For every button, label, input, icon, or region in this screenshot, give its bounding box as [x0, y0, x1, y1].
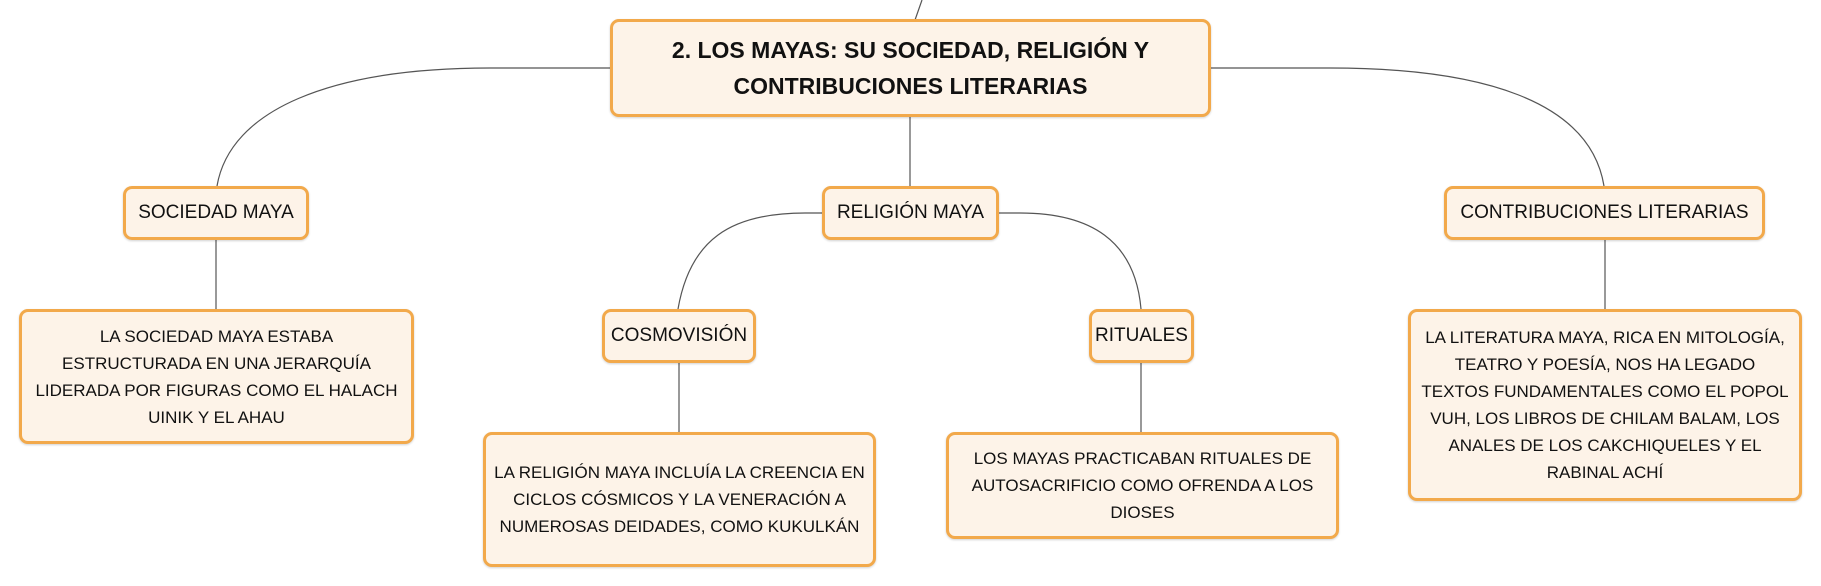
detail-rituales[interactable]: LOS MAYAS PRACTICABAN RITUALES DE AUTOSA… [946, 432, 1339, 539]
central-topic[interactable]: 2. LOS MAYAS: SU SOCIEDAD, RELIGIÓN Y CO… [610, 19, 1211, 117]
detail-rituales-text: LOS MAYAS PRACTICABAN RITUALES DE AUTOSA… [971, 449, 1314, 522]
connector-religion-to-cosmovision [677, 212, 822, 310]
connector-religion-to-rituales [999, 212, 1142, 310]
detail-sociedad-maya[interactable]: LA SOCIEDAD MAYA ESTABA ESTRUCTURADA EN … [19, 309, 414, 444]
topic-sociedad-maya[interactable]: SOCIEDAD MAYA [123, 186, 309, 240]
topic-rituales[interactable]: RITUALES [1089, 309, 1194, 363]
topic-contribuciones-literarias-label: CONTRIBUCIONES LITERARIAS [1460, 202, 1749, 223]
detail-contribuciones-literarias-text: LA LITERATURA MAYA, RICA EN MITOLOGÍA, T… [1421, 328, 1789, 482]
detail-cosmovision[interactable]: LA RELIGIÓN MAYA INCLUÍA LA CREENCIA EN … [483, 432, 876, 567]
connector-root-to-sociedad [216, 67, 610, 187]
topic-cosmovision[interactable]: COSMOVISIÓN [602, 309, 756, 363]
topic-sociedad-maya-label: SOCIEDAD MAYA [138, 202, 294, 223]
topic-contribuciones-literarias[interactable]: CONTRIBUCIONES LITERARIAS [1444, 186, 1765, 240]
connector-from-parent [914, 0, 923, 21]
detail-cosmovision-text: LA RELIGIÓN MAYA INCLUÍA LA CREENCIA EN … [494, 463, 865, 536]
topic-cosmovision-label: COSMOVISIÓN [610, 325, 748, 346]
topic-religion-maya-label: RELIGIÓN MAYA [836, 202, 985, 223]
connector-root-to-literatura [1211, 67, 1605, 187]
detail-contribuciones-literarias[interactable]: LA LITERATURA MAYA, RICA EN MITOLOGÍA, T… [1408, 309, 1802, 501]
detail-sociedad-maya-text: LA SOCIEDAD MAYA ESTABA ESTRUCTURADA EN … [35, 326, 398, 427]
central-topic-title: 2. LOS MAYAS: SU SOCIEDAD, RELIGIÓN Y CO… [671, 37, 1150, 99]
topic-religion-maya[interactable]: RELIGIÓN MAYA [822, 186, 999, 240]
topic-rituales-label: RITUALES [1095, 325, 1188, 346]
